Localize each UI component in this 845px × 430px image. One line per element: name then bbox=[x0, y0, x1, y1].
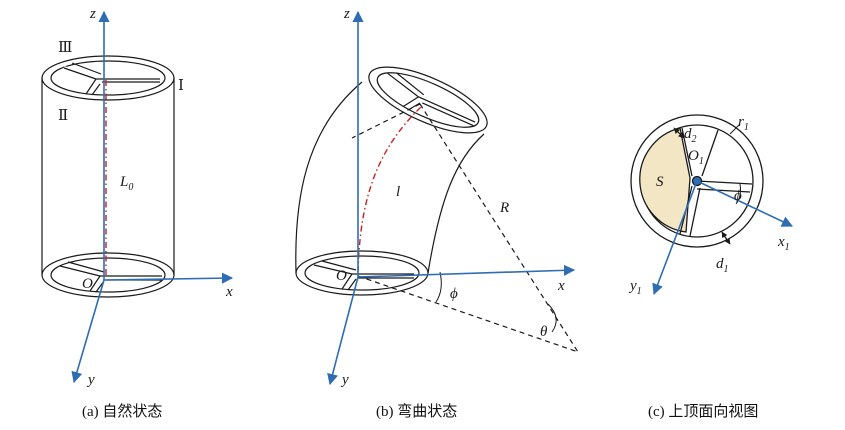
radius-label: R bbox=[499, 200, 509, 216]
x-axis-a bbox=[103, 272, 234, 284]
centerline-b bbox=[357, 105, 423, 273]
axis-label-x-b: x bbox=[557, 278, 565, 294]
origin-label-a: O bbox=[82, 276, 93, 292]
straight-cylinder bbox=[41, 55, 175, 298]
phi-label-b: ϕ bbox=[450, 286, 458, 302]
axes-c bbox=[652, 180, 794, 296]
bent-tube bbox=[295, 66, 488, 296]
dim-label-d1: d1 bbox=[716, 256, 729, 275]
caption-c: (c) 上顶面向视图 bbox=[648, 403, 758, 420]
x1-axis bbox=[696, 180, 794, 227]
roman-label-1: Ⅰ bbox=[178, 78, 184, 94]
panel-c: x1 y1 O1 r1 d2 d1 S ϕ (c) 上顶面向视图 bbox=[628, 114, 794, 420]
axes-a bbox=[71, 10, 234, 384]
dim-label-d2: d2 bbox=[684, 126, 697, 145]
axis-label-z-b: z bbox=[343, 6, 350, 22]
x-axis-b bbox=[357, 264, 576, 278]
phi-label-c: ϕ bbox=[734, 188, 742, 204]
axis-label-y-b: y bbox=[340, 372, 349, 388]
axis-label-x1: x1 bbox=[777, 234, 790, 253]
roman-label-3: Ⅲ bbox=[58, 40, 72, 56]
axis-label-y1: y1 bbox=[628, 278, 642, 297]
radius-label-r1: r1 bbox=[738, 114, 749, 133]
sector-s bbox=[639, 127, 691, 233]
sector-label-s: S bbox=[656, 174, 664, 190]
roman-label-2: Ⅱ bbox=[58, 108, 68, 124]
theta-arc-b bbox=[547, 303, 557, 333]
y-axis-a bbox=[71, 279, 105, 384]
panel-a: z x y O Ⅲ Ⅱ Ⅰ L0 (a) 自然状态 bbox=[41, 6, 234, 420]
axes-b bbox=[327, 10, 576, 386]
axis-label-z-a: z bbox=[89, 6, 96, 22]
origin-label-b: O bbox=[336, 268, 347, 284]
caption-a: (a) 自然状态 bbox=[82, 403, 162, 420]
caption-b: (b) 弯曲状态 bbox=[376, 403, 457, 420]
panel-b: z x y O l R ϕ θ (b) 弯曲状态 bbox=[295, 6, 579, 420]
dimension-marks-c bbox=[673, 123, 741, 245]
axis-label-x-a: x bbox=[225, 284, 233, 300]
phi-arc-b bbox=[435, 271, 442, 303]
theta-label-b: θ bbox=[540, 324, 548, 340]
axis-label-y-a: y bbox=[86, 372, 95, 388]
center-label-o1: O1 bbox=[688, 148, 704, 167]
y-axis-b bbox=[327, 276, 359, 386]
length-label-l0: L0 bbox=[119, 174, 133, 193]
y1-axis bbox=[652, 180, 698, 296]
radius-lines bbox=[351, 103, 579, 353]
arc-length-label: l bbox=[396, 184, 400, 200]
